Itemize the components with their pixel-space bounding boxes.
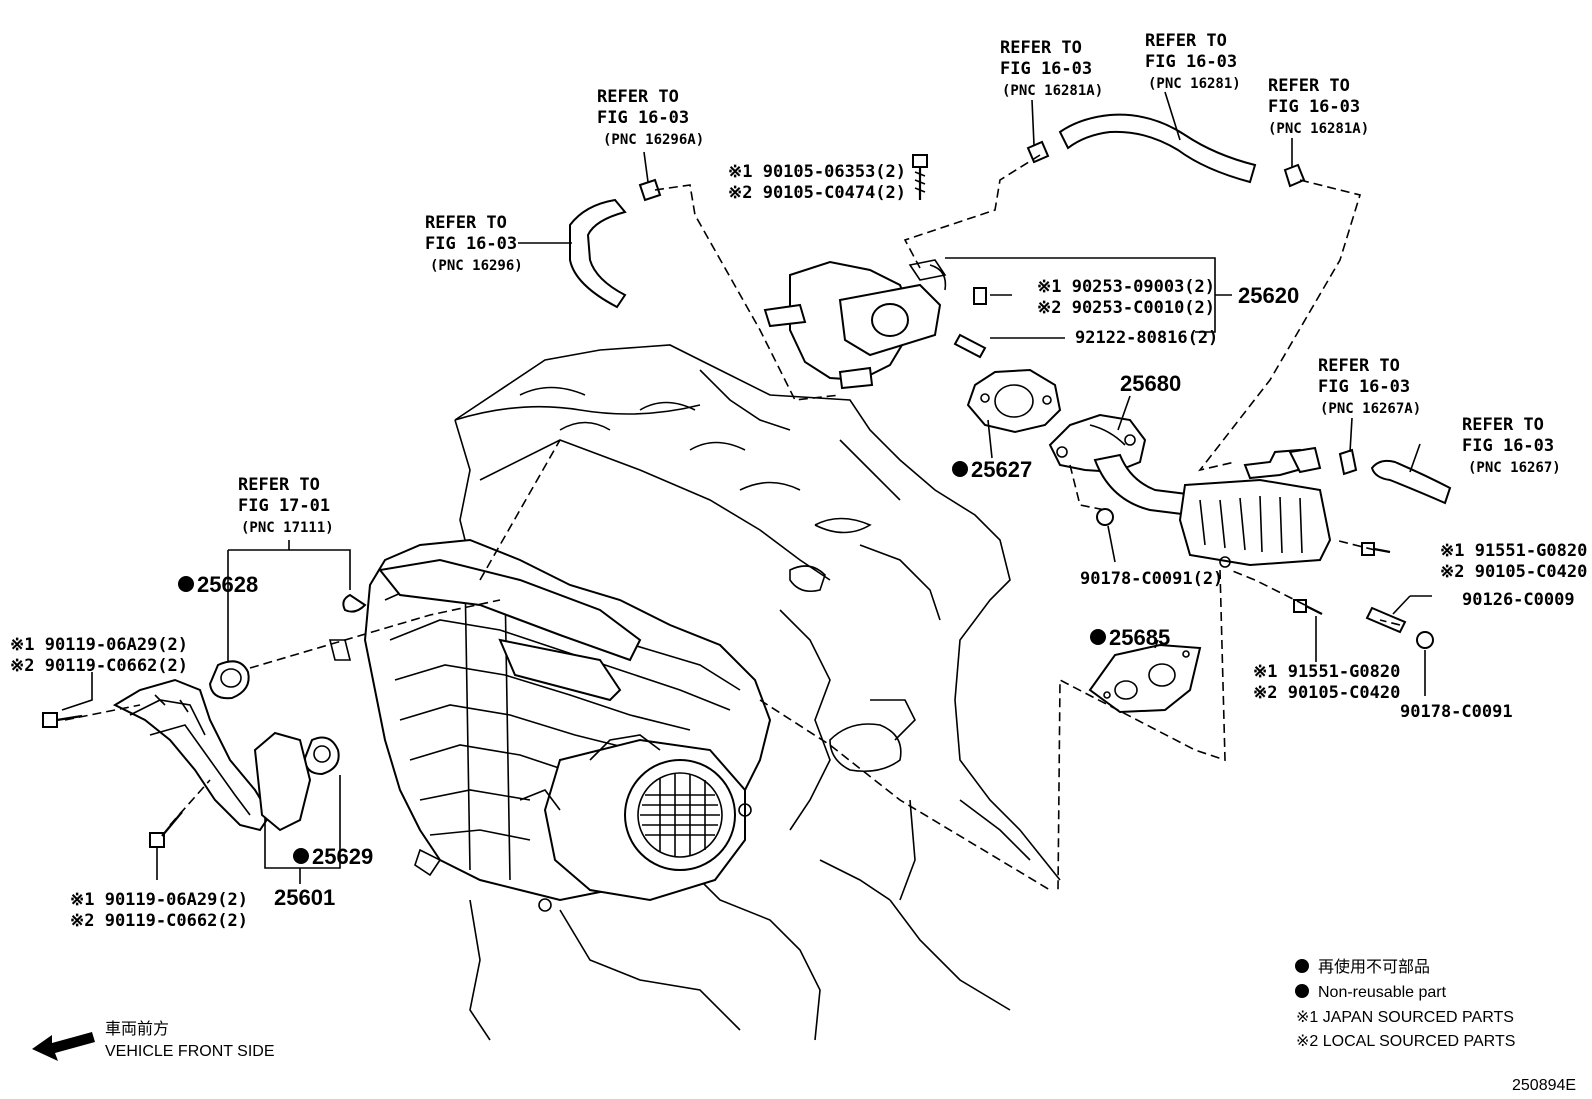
gasket-25627-illustration	[966, 368, 1062, 434]
pin-illustration	[973, 287, 987, 305]
refer-label-16296a: REFER TO FIG 16-03 (PNC 16296A)	[597, 87, 704, 148]
sub-part-number: ※2 90105-C0420	[1253, 683, 1400, 703]
bolt-left-illustration	[42, 712, 83, 728]
refer-line: REFER TO	[597, 87, 679, 107]
front-arrow-icon	[32, 1032, 95, 1061]
egr-bolt-illustration	[912, 154, 928, 200]
gasket-25628-illustration	[208, 660, 250, 700]
part-number: 25685	[1109, 625, 1170, 650]
nut-illustration	[1096, 508, 1114, 526]
refer-line: (PNC 16267)	[1468, 460, 1561, 476]
refer-line: FIG 16-03	[1268, 97, 1360, 117]
sub-part-number: 90178-C0091	[1400, 702, 1513, 722]
clamp-icon	[1026, 140, 1050, 164]
refer-line: (PNC 16296)	[430, 258, 523, 274]
stud-illustration	[953, 333, 987, 359]
refer-line: REFER TO	[1462, 415, 1544, 435]
non-reusable-dot-icon	[1295, 959, 1309, 973]
sub-part-number: ※2 90105-C0474(2)	[728, 183, 906, 203]
refer-line: (PNC 16281)	[1148, 76, 1241, 92]
gasket-25629-illustration	[303, 736, 340, 776]
stud-illustration	[1365, 606, 1407, 634]
refer-label-16281: REFER TO FIG 16-03 (PNC 16281)	[1145, 31, 1241, 92]
part-number: 25680	[1120, 371, 1181, 396]
sub-part-number: 90178-C0091(2)	[1080, 569, 1223, 589]
refer-line: FIG 16-03	[597, 108, 689, 128]
non-reusable-dot-icon	[178, 576, 194, 592]
refer-line: FIG 16-03	[1145, 52, 1237, 72]
clamp-icon	[638, 178, 662, 202]
bolt-right-illustration	[1361, 542, 1391, 556]
throttle-grid-pattern	[640, 774, 720, 856]
refer-label-16281a-left: REFER TO FIG 16-03 (PNC 16281A)	[1000, 38, 1103, 99]
refer-line: REFER TO	[1145, 31, 1227, 51]
legend-en: Non-reusable part	[1318, 984, 1447, 1001]
sub-part-number: ※1 91551-G0820	[1440, 541, 1587, 561]
sub-part-number: 92122-80816(2)	[1075, 328, 1218, 348]
legend-jp: 再使用不可部品	[1318, 958, 1430, 976]
refer-line: FIG 16-03	[1462, 436, 1554, 456]
illustration-code: 250894E	[1512, 1077, 1576, 1094]
front-jp: 車両前方	[105, 1020, 169, 1038]
non-reusable-dot-icon	[1090, 629, 1106, 645]
refer-line: FIG 17-01	[238, 496, 330, 516]
refer-line: REFER TO	[1268, 76, 1350, 96]
front-en: VEHICLE FRONT SIDE	[105, 1043, 275, 1060]
refer-line: REFER TO	[425, 213, 507, 233]
non-reusable-dot-icon	[293, 848, 309, 864]
legend-japan-sourced: ※1 JAPAN SOURCED PARTS	[1296, 1009, 1514, 1026]
hose-16281-illustration	[1058, 113, 1257, 184]
leader-lines	[61, 91, 1432, 884]
part-number: 25620	[1238, 283, 1299, 308]
sub-part-number: ※1 90253-09003(2)	[1037, 277, 1215, 297]
sub-part-number: ※1 91551-G0820	[1253, 662, 1400, 682]
dashed-reference-lines	[64, 154, 1401, 891]
intake-manifold-illustration	[328, 538, 772, 912]
sub-part-number: ※2 90119-C0662(2)	[70, 911, 248, 931]
refer-line: (PNC 16281A)	[1268, 121, 1369, 137]
refer-line: (PNC 16296A)	[603, 132, 704, 148]
sub-part-number: ※2 90105-C0420	[1440, 562, 1587, 582]
legend-local-sourced: ※2 LOCAL SOURCED PARTS	[1296, 1033, 1515, 1050]
refer-label-17111: REFER TO FIG 17-01 (PNC 17111)	[238, 475, 334, 536]
sub-part-number: ※1 90119-06A29(2)	[70, 890, 248, 910]
non-reusable-dot-icon	[952, 461, 968, 477]
sub-part-number: ※1 90105-06353(2)	[728, 162, 906, 182]
refer-line: FIG 16-03	[1318, 377, 1410, 397]
part-number: 25628	[197, 572, 258, 597]
part-number: 25601	[274, 885, 335, 910]
refer-line: (PNC 17111)	[241, 520, 334, 536]
refer-line: (PNC 16281A)	[1002, 83, 1103, 99]
refer-line: (PNC 16267A)	[1320, 401, 1421, 417]
refer-line: REFER TO	[1000, 38, 1082, 58]
hose-16296-illustration	[569, 198, 627, 309]
refer-label-16267: REFER TO FIG 16-03 (PNC 16267)	[1462, 415, 1561, 476]
sub-part-number: 90126-C0009	[1462, 590, 1575, 610]
egr-valve-illustration	[763, 259, 947, 390]
refer-label-16281a-right: REFER TO FIG 16-03 (PNC 16281A)	[1268, 76, 1369, 137]
hose-16267-illustration	[1370, 459, 1452, 505]
part-number: 25627	[971, 457, 1032, 482]
refer-line: FIG 16-03	[1000, 59, 1092, 79]
refer-line: FIG 16-03	[425, 234, 517, 254]
legend: 再使用不可部品 Non-reusable part ※1 JAPAN SOURC…	[1295, 958, 1515, 1050]
refer-line: REFER TO	[1318, 356, 1400, 376]
part-number: 25629	[312, 844, 373, 869]
sub-part-number: ※2 90119-C0662(2)	[10, 656, 188, 676]
refer-line: REFER TO	[238, 475, 320, 495]
clamp-icon	[1283, 163, 1306, 188]
sub-part-number: ※1 90119-06A29(2)	[10, 635, 188, 655]
non-reusable-dot-icon	[1295, 984, 1309, 998]
clamp-icon	[1338, 448, 1358, 476]
refer-label-16296: REFER TO FIG 16-03 (PNC 16296)	[425, 213, 523, 274]
vehicle-front-indicator: 車両前方 VEHICLE FRONT SIDE	[32, 1020, 275, 1061]
bolt-mid-illustration	[1293, 599, 1323, 615]
egr-pipe-cooler-illustration	[1048, 413, 1332, 568]
bolt-bottom-illustration	[149, 811, 183, 848]
refer-label-16267a: REFER TO FIG 16-03 (PNC 16267A)	[1318, 356, 1421, 417]
egr-inlet-pipe-25601-illustration	[112, 678, 312, 832]
sub-part-number: ※2 90253-C0010(2)	[1037, 298, 1215, 318]
nut-illustration	[1416, 631, 1434, 649]
